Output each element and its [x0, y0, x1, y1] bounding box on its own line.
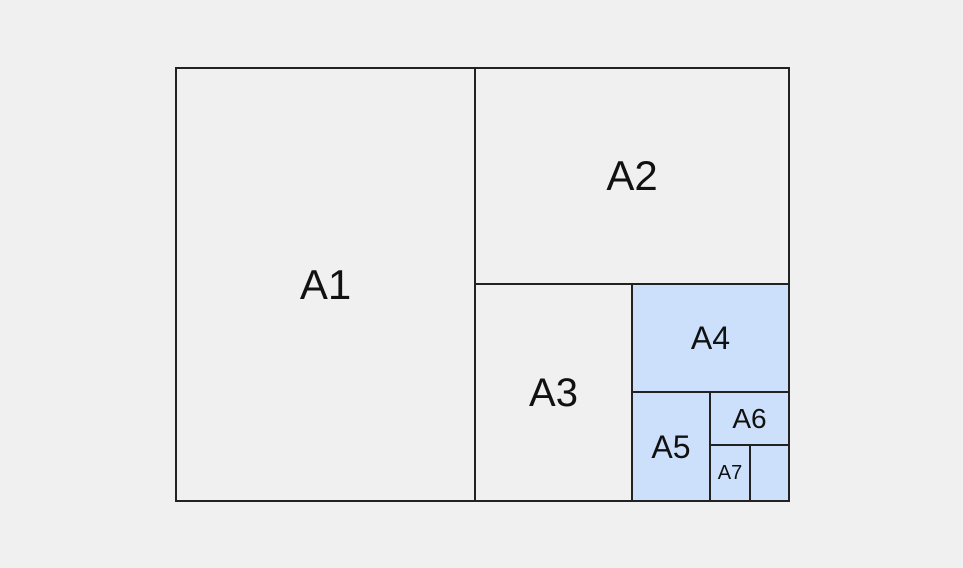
cell-a1: A1 [175, 67, 476, 502]
cell-a6-label: A6 [732, 402, 767, 434]
cell-a3-label: A3 [529, 370, 578, 415]
cell-a5-label: A5 [651, 428, 691, 465]
cell-a7-label: A7 [717, 462, 743, 484]
cell-a2: A2 [474, 67, 790, 285]
cell-a8-unlabeled [749, 444, 790, 502]
cell-a2-label: A2 [606, 152, 658, 199]
cell-a6: A6 [709, 391, 790, 446]
cell-a5: A5 [631, 391, 711, 502]
cell-a4-label: A4 [690, 320, 731, 356]
cell-a4: A4 [631, 283, 790, 393]
cell-a1-label: A1 [299, 260, 352, 308]
cell-a3: A3 [474, 283, 633, 502]
cell-a7: A7 [709, 444, 751, 502]
